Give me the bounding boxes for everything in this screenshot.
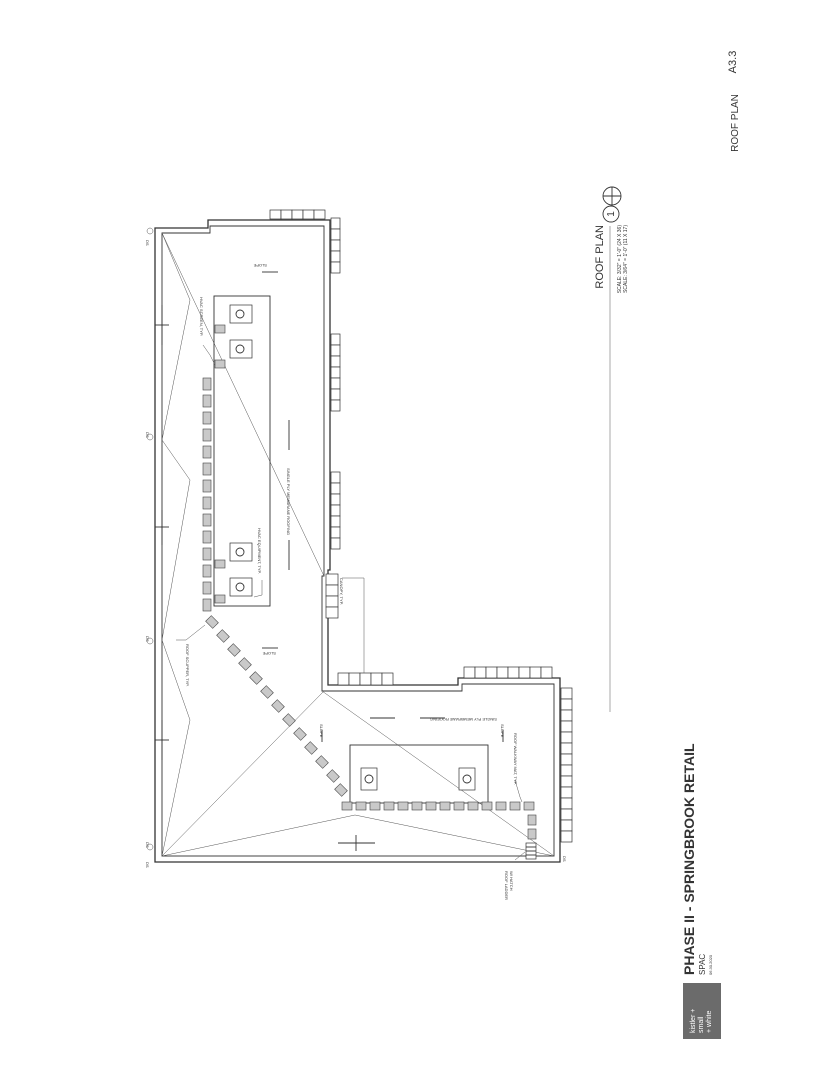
downspout-tag-2 xyxy=(146,433,154,441)
note-slope-3: SLOPE xyxy=(319,724,324,738)
note-roof-scupper: ROOF SCUPPER, TYP. xyxy=(185,644,190,687)
roof-ladder xyxy=(525,842,537,860)
note-canopy: CANOPY, TYP. xyxy=(339,578,344,605)
slope-arrows xyxy=(155,271,504,851)
note-membrane-upper: SINGLE PLY MEMBRANE ROOFING xyxy=(286,468,291,535)
canopies xyxy=(269,209,573,843)
drawing-number: 1 xyxy=(606,211,617,217)
downspout-tag-3 xyxy=(146,637,154,645)
hvac-unit-3 xyxy=(229,542,253,562)
drawing-title: ROOF PLAN xyxy=(594,225,606,289)
drawing-scale-2: SCALE: 3/64" = 1'-0" (11 X 17) xyxy=(623,225,629,293)
downspout-tag-2-label: DS xyxy=(145,432,150,438)
note-ladder-2: W/ HATCH xyxy=(509,871,514,891)
sheet-number: A3.3 xyxy=(727,51,739,74)
note-hvac-equipment: HVAC EQUIPMENT, TYP. xyxy=(257,528,262,574)
downspout-tag-4 xyxy=(146,843,154,851)
hvac-screen-upper xyxy=(213,295,271,607)
downspout-tag-3-label: DS xyxy=(145,636,150,642)
note-slope-2: SLOPE xyxy=(262,651,276,656)
drawing-number-bubble xyxy=(602,205,620,223)
drawing-scale-1: SCALE: 3/32" = 1'-0" (24 X 36) xyxy=(617,225,623,294)
note-ladder-1: ROOF LADDER xyxy=(504,871,509,900)
drawing-title-block: ROOF PLAN SCALE: 3/32" = 1'-0" (24 X 36)… xyxy=(594,186,629,294)
building-outline xyxy=(154,219,561,863)
note-slope-4: SLOPE xyxy=(500,724,505,738)
firm-logo: kistler + small + white xyxy=(683,983,721,1039)
firm-logo-line-2: small xyxy=(698,1016,705,1033)
project-title: PHASE II - SPRINGBROOK RETAIL xyxy=(681,743,697,975)
downspout-tag-6-label: DS xyxy=(562,856,567,862)
downspout-tag-1 xyxy=(146,227,154,235)
hvac-unit-2 xyxy=(229,339,253,359)
hvac-unit-5 xyxy=(360,767,378,791)
hvac-units xyxy=(229,304,476,791)
note-hvac-screen: HVAC SCREEN, TYP. xyxy=(199,297,204,336)
firm-logo-line-3: + white xyxy=(706,1011,713,1033)
firm-logo-line-1: kistler + xyxy=(690,1009,697,1033)
project-client: SPAC xyxy=(698,954,707,975)
hvac-unit-1 xyxy=(229,304,253,324)
leader-lines xyxy=(176,226,611,861)
firm-logo-background xyxy=(683,983,721,1039)
roof-notes: HVAC SCREEN, TYP. HVAC EQUIPMENT, TYP. S… xyxy=(185,263,518,900)
hvac-unit-4 xyxy=(229,577,253,597)
note-slope-1: SLOPE xyxy=(253,263,267,268)
downspout-tag-5-label: DS xyxy=(145,862,150,868)
note-walkway: ROOF WALKWAY MAT, TYP. xyxy=(513,733,518,785)
sheet-title: ROOF PLAN xyxy=(730,94,741,152)
project-date: 06.30.2020 xyxy=(708,954,713,975)
note-membrane-lower: SINGLE PLY MEMBRANE ROOFING xyxy=(430,717,497,722)
downspout-tag-4-label: DS xyxy=(145,842,150,848)
walkway-mats xyxy=(202,324,537,840)
downspout-tags: DS DS DS DS DS DS xyxy=(145,227,567,868)
roof-slope-lines xyxy=(161,232,555,857)
hvac-unit-6 xyxy=(458,767,476,791)
downspout-tag-1-label: DS xyxy=(145,240,150,246)
